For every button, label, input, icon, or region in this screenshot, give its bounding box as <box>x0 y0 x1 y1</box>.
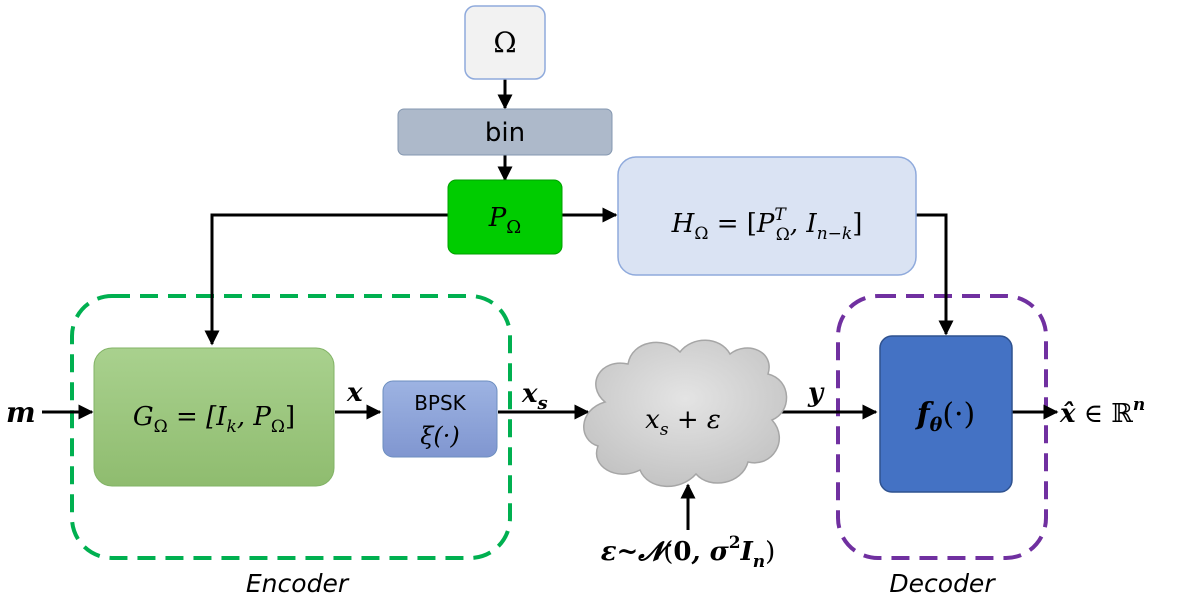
noise-close: ) <box>765 537 775 567</box>
channel-cloud: xs + ε <box>583 339 788 488</box>
encoder-caption: Encoder <box>246 569 350 598</box>
omega-label: Ω <box>493 26 516 59</box>
omega-block: Ω <box>464 5 546 80</box>
noise-zero: 0 <box>673 537 691 567</box>
decoder-arg: (·) <box>942 397 975 432</box>
noise-open: ( <box>663 537 673 567</box>
p-omega-label: PΩ <box>488 203 521 238</box>
noise-i-sub: n <box>753 552 765 572</box>
bpsk-function: ξ(·) <box>420 422 460 450</box>
noise-comma: , σ <box>690 537 729 567</box>
decoder-group-box <box>836 294 1048 560</box>
arrow-p-to-generator <box>204 213 448 346</box>
channel-label: xs + ε <box>645 405 721 440</box>
parity-check-box <box>617 156 917 276</box>
channel-rest: + ε <box>669 405 721 435</box>
g-i-sub: k <box>227 417 237 437</box>
cloud-shape <box>583 339 788 488</box>
arrow-h-to-decoder <box>916 213 954 336</box>
h-main: H <box>671 209 696 239</box>
signal-x: x <box>346 378 363 408</box>
noise-eps: ε~ <box>601 537 639 567</box>
g-comma: , P <box>237 402 272 432</box>
bin-block: bin <box>397 108 613 156</box>
omega-box <box>464 5 546 80</box>
p-omega-sub: Ω <box>506 217 521 238</box>
h-p: P <box>756 209 775 239</box>
h-close: ] <box>852 209 862 239</box>
generator-block: GΩ = [Ik, PΩ] <box>93 347 335 487</box>
h-p-sup: T <box>774 205 787 225</box>
h-eq: = [ <box>708 209 756 239</box>
h-comma: , I <box>790 209 818 239</box>
decoder-theta: θ <box>930 414 943 436</box>
bpsk-label: BPSK <box>414 391 466 415</box>
g-eq: = [I <box>168 402 227 432</box>
g-p-sub: Ω <box>271 417 285 437</box>
p-omega-box <box>447 179 563 255</box>
bpsk-block: BPSK ξ(·) <box>382 380 498 458</box>
decoder-function: fθ(·) <box>915 397 976 436</box>
p-omega-block: PΩ <box>447 179 563 255</box>
signal-xs-sub: s <box>537 393 548 414</box>
h-p-sub: Ω <box>776 225 790 245</box>
decoder-box <box>879 335 1013 493</box>
bin-label: bin <box>485 118 525 148</box>
decoder-block: fθ(·) <box>879 335 1013 493</box>
signal-xs-main: x <box>521 379 538 409</box>
generator-box <box>93 347 335 487</box>
h-i-sub: n−k <box>817 224 853 244</box>
channel-x-sub: s <box>660 420 669 440</box>
signal-xhat: x̂ ∈ ℝn <box>1059 395 1145 429</box>
g-close: ] <box>285 402 295 432</box>
signal-y: y <box>807 378 825 408</box>
g-sub: Ω <box>154 417 168 437</box>
g-main: G <box>133 402 154 432</box>
noise-sq: 2 <box>729 533 741 553</box>
h-sub: Ω <box>694 224 708 244</box>
xhat-rest: ∈ ℝ <box>1076 399 1134 429</box>
signal-m: m <box>6 396 36 429</box>
encoder-group-box <box>70 294 512 560</box>
noise-i: I <box>740 537 754 567</box>
channel-x: x <box>645 405 660 435</box>
bpsk-box <box>382 380 498 458</box>
p-omega-main: P <box>488 203 507 233</box>
bin-box <box>397 108 613 156</box>
signal-xs: xs <box>521 379 548 414</box>
xhat-sup: n <box>1133 395 1145 415</box>
generator-label: GΩ = [Ik, PΩ] <box>133 402 295 437</box>
noise-label: ε~𝓝(0, σ2In) <box>601 533 776 572</box>
decoder-caption: Decoder <box>889 569 996 598</box>
xhat-main: x̂ <box>1059 399 1076 429</box>
